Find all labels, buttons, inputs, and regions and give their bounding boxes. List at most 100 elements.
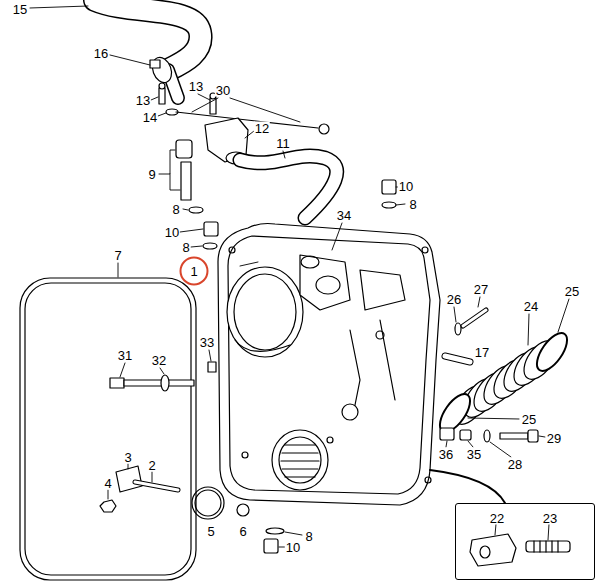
leader-lines [558, 299, 569, 332]
leader-lines [285, 532, 302, 535]
o-ring [195, 490, 221, 516]
hose [240, 156, 337, 218]
leader-lines [30, 6, 569, 547]
callout-number: 30 [215, 84, 231, 97]
callout-number: 23 [542, 512, 558, 525]
leader-lines [128, 464, 129, 469]
housing [272, 430, 328, 490]
callout-number: 15 [12, 3, 28, 16]
bolts-and-wire [159, 83, 165, 89]
housing [300, 255, 350, 310]
housing [234, 274, 296, 350]
callout-number: 28 [507, 458, 523, 471]
leader-lines [152, 472, 153, 482]
bolt [445, 356, 470, 362]
callout-number: 8 [408, 198, 417, 211]
bracket [135, 482, 178, 490]
callout-circle-outline [181, 258, 208, 285]
housing [301, 256, 319, 268]
housing [360, 270, 405, 310]
hose [150, 60, 160, 68]
bolt [445, 356, 470, 362]
inset-parts [526, 541, 570, 552]
bolt [110, 378, 124, 388]
housing [227, 267, 303, 357]
callout-number: 5 [206, 525, 215, 538]
callout-number: 2 [147, 459, 156, 472]
callout-number: 11 [275, 137, 291, 150]
callout-number: 29 [546, 432, 562, 445]
leader-lines [478, 297, 480, 307]
callout-number: 10 [398, 180, 414, 193]
bolt [463, 310, 486, 326]
callout-number: 25 [521, 413, 537, 426]
callout-number: 22 [489, 512, 505, 525]
callout-number: 8 [181, 241, 190, 254]
o-ring [192, 487, 224, 519]
housing [228, 236, 430, 494]
leader-lines [548, 524, 549, 540]
bolt [455, 323, 461, 335]
hose [95, 0, 201, 98]
leader-lines [30, 6, 88, 8]
housing [279, 437, 321, 483]
housing [327, 437, 333, 443]
leader-lines [110, 55, 150, 65]
callout-number: 25 [564, 285, 580, 298]
leader-lines [108, 490, 109, 499]
bellows [434, 328, 573, 437]
leader-lines [396, 204, 405, 205]
housing [425, 477, 431, 483]
inset-box: 22 23 [455, 503, 595, 580]
housing [342, 404, 358, 420]
callout-number: 8 [304, 530, 313, 543]
housing [242, 452, 248, 458]
leader-lines [118, 263, 119, 277]
leader-lines [160, 368, 164, 374]
gasket [20, 278, 196, 580]
plug [382, 180, 396, 194]
housing [316, 276, 340, 294]
callout-number: 16 [93, 47, 109, 60]
leader-lines [158, 113, 166, 116]
inset-parts [534, 541, 558, 552]
leader-lines [245, 131, 254, 138]
bolt [161, 375, 169, 391]
pins [484, 430, 490, 442]
leader-lines [240, 262, 258, 266]
callout-number: 4 [103, 477, 112, 490]
callout-number: 12 [254, 122, 270, 135]
callout-number: 7 [113, 249, 122, 262]
callout-number: 17 [474, 346, 490, 359]
bracket [116, 466, 142, 492]
callout-number: 31 [117, 349, 133, 362]
callout-number: 1 [189, 265, 198, 278]
callout-number: 33 [199, 336, 215, 349]
leader-lines [539, 436, 545, 437]
reference-line [430, 470, 505, 503]
inset-parts [470, 534, 516, 566]
plug [266, 528, 284, 534]
sensor [176, 140, 192, 158]
housing [376, 331, 384, 339]
leader-lines [468, 441, 473, 447]
callout-number: 35 [466, 448, 482, 461]
leader-lines [490, 442, 511, 457]
hose [240, 156, 337, 218]
bolts-and-wire [176, 112, 318, 128]
callout-number: 24 [523, 300, 539, 313]
bolt [208, 362, 216, 372]
plug [203, 243, 217, 249]
leader-lines [209, 350, 211, 361]
housing [218, 224, 440, 506]
o-ring [237, 504, 249, 516]
bolt [124, 380, 194, 386]
callout-number: 9 [147, 168, 156, 181]
housing [218, 224, 440, 506]
plug [264, 539, 278, 553]
plug [382, 202, 396, 208]
leader-lines [198, 94, 210, 100]
callout-number: 10 [285, 541, 301, 554]
bolts-and-wire [159, 88, 165, 104]
callout-number: 27 [473, 283, 489, 296]
